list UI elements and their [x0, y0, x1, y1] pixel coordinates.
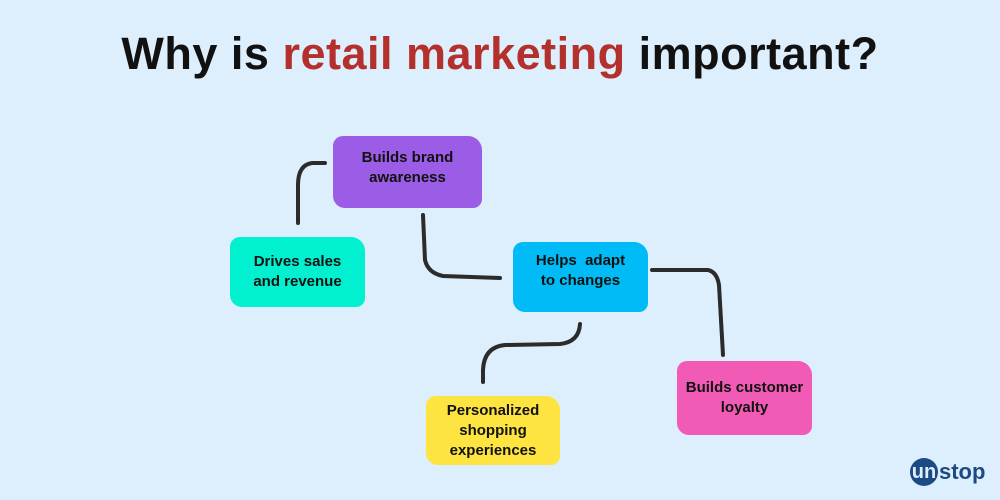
- title-text-end: important?: [625, 28, 879, 79]
- logo-text: stop: [939, 459, 986, 484]
- connector-adapt-loyalty: [650, 268, 725, 357]
- connector-brand-sales: [296, 161, 327, 225]
- logo-mark: un: [910, 458, 938, 486]
- connector-brand-adapt: [421, 213, 502, 280]
- node-personalized-shopping: Personalized shopping experiences: [426, 396, 560, 465]
- node-label: Personalized shopping experiences: [446, 401, 540, 459]
- title-text: Why is: [121, 28, 283, 79]
- node-brand-awareness: Builds brand awareness: [333, 136, 482, 208]
- node-label: Drives sales and revenue: [253, 253, 342, 290]
- node-drives-sales: Drives sales and revenue: [230, 237, 365, 307]
- connector-adapt-personal: [481, 322, 582, 384]
- page-title: Why is retail marketing important?: [0, 28, 1000, 80]
- node-helps-adapt: Helps adapt to changes: [513, 242, 648, 312]
- node-label: Builds brand awareness: [361, 149, 454, 186]
- node-customer-loyalty: Builds customer loyalty: [677, 361, 812, 435]
- node-label: Helps adapt to changes: [535, 252, 630, 289]
- title-highlight: retail marketing: [282, 28, 626, 79]
- node-label: Builds customer loyalty: [685, 379, 804, 416]
